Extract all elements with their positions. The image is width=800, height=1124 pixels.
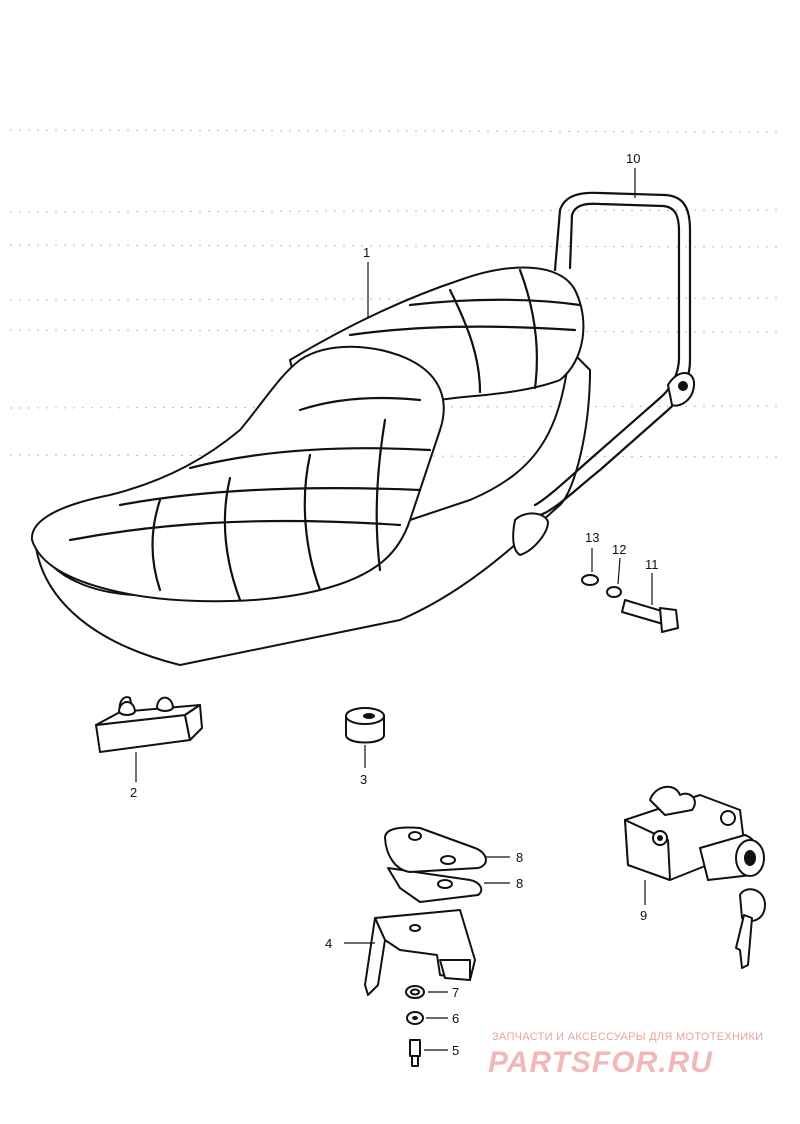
callout-8-lower: 8 — [516, 876, 523, 891]
plate-lower — [387, 867, 483, 903]
rubber-cushion-part: 3 — [345, 707, 385, 787]
hardware-part: 7 6 5 — [405, 985, 459, 1067]
seat-bracket-part: 4 — [325, 909, 476, 996]
callout-3: 3 — [360, 772, 367, 787]
callout-1: 1 — [363, 245, 370, 260]
key-blade — [735, 914, 753, 969]
seat-part: 1 — [30, 245, 591, 666]
bolt-set: 13 12 11 — [581, 530, 679, 633]
watermark-subtitle: ЗАПЧАСТИ И АКСЕССУАРЫ ДЛЯ МОТОТЕХНИКИ — [492, 1031, 763, 1043]
plate-upper — [384, 826, 487, 873]
callout-7: 7 — [452, 985, 459, 1000]
seat-lock-part: 9 — [624, 785, 766, 969]
grab-rail-part: 10 — [512, 151, 696, 556]
callout-4: 4 — [325, 936, 332, 951]
bolt-5-shank — [411, 1055, 419, 1067]
callout-12: 12 — [612, 542, 626, 557]
bolt-11-head — [659, 607, 679, 633]
watermark: ЗАПЧАСТИ И АКСЕССУАРЫ ДЛЯ МОТОТЕХНИКИ PA… — [488, 1031, 763, 1079]
cushion-block-part: 2 — [95, 696, 203, 800]
plates-part: 8 8 — [384, 826, 523, 903]
callout-6: 6 — [452, 1011, 459, 1026]
watermark-brand: PARTSFOR.RU — [488, 1046, 713, 1079]
callout-5: 5 — [452, 1043, 459, 1058]
bolt-11-shank — [621, 599, 666, 625]
bolt-5-head — [409, 1039, 421, 1057]
callout-2: 2 — [130, 785, 137, 800]
spring-washer-12 — [606, 586, 622, 598]
flat-washer-13 — [581, 574, 599, 586]
callout-11: 11 — [645, 557, 659, 572]
callout-10: 10 — [626, 151, 640, 166]
callout-8-upper: 8 — [516, 850, 523, 865]
callout-9: 9 — [640, 908, 647, 923]
callout-13: 13 — [585, 530, 599, 545]
